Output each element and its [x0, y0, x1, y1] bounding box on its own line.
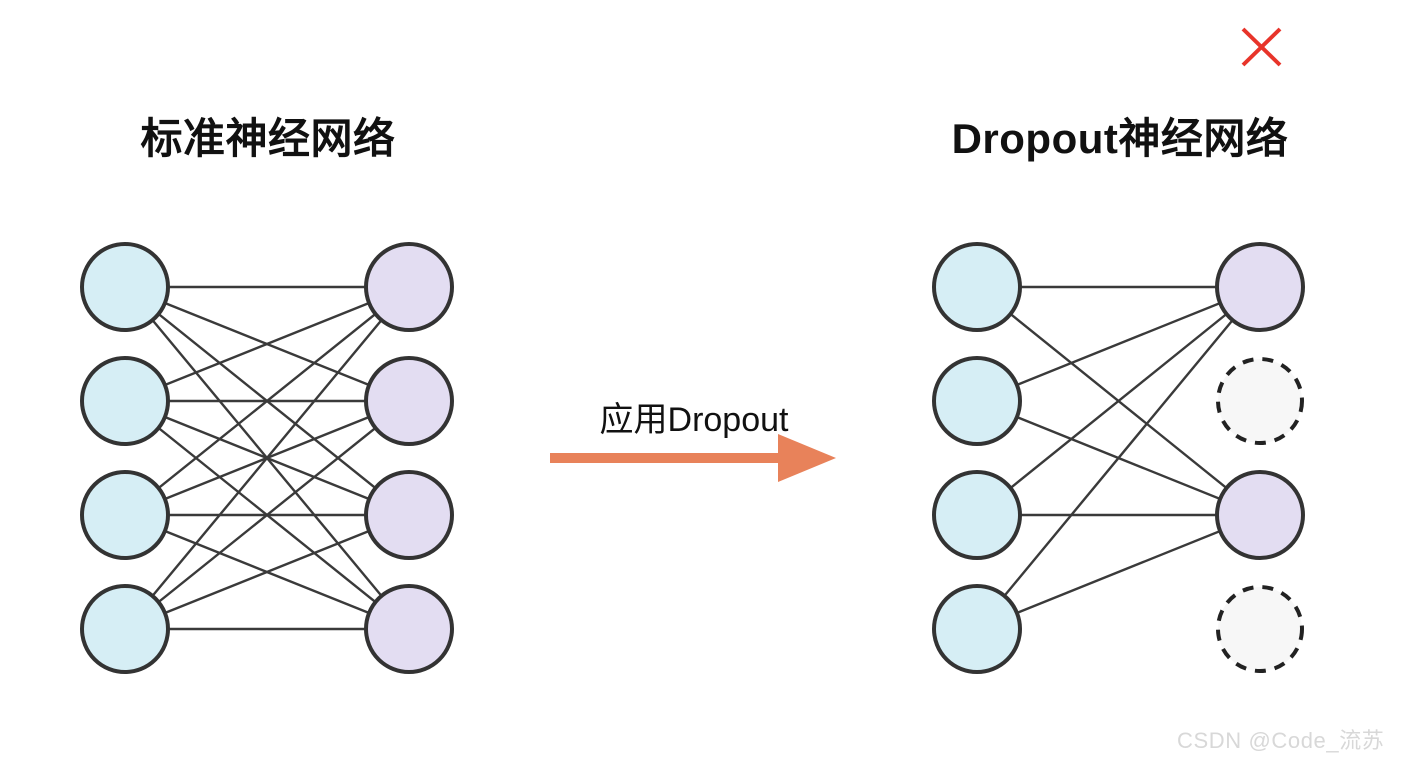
watermark: CSDN @Code_流苏: [1177, 728, 1385, 753]
arrow-label: 应用Dropout: [599, 401, 789, 439]
left-network-input-nodes: [80, 242, 170, 674]
node-right-input-2[interactable]: [932, 356, 1022, 446]
left-network-edges: [124, 285, 410, 631]
node-left-output-4[interactable]: [364, 584, 454, 674]
page-title-standard-network: 标准神经网络: [140, 115, 396, 162]
node-right-input-3[interactable]: [932, 470, 1022, 560]
node-left-output-1[interactable]: [364, 242, 454, 332]
edge-r-i4-o3: [976, 513, 1261, 631]
edge-l-i4-o2: [124, 400, 410, 630]
edge-l-i3-o1: [124, 286, 410, 516]
apply-dropout-arrow: [550, 434, 836, 482]
node-right-input-1[interactable]: [932, 242, 1022, 332]
page-title-dropout-network: Dropout神经网络: [951, 115, 1289, 162]
node-right-output-2-dropped[interactable]: [1216, 357, 1304, 445]
node-left-output-3[interactable]: [364, 470, 454, 560]
edge-r-i2-o1: [976, 285, 1261, 403]
edge-l-i4-o1: [124, 286, 410, 630]
close-x-icon[interactable]: [1241, 27, 1282, 67]
left-network-output-nodes: [364, 242, 454, 674]
edge-r-i3-o1: [976, 286, 1261, 516]
node-right-output-4-dropped[interactable]: [1216, 585, 1304, 673]
right-network-output-nodes: [1215, 242, 1305, 673]
edge-l-i4-o3: [124, 513, 410, 631]
node-right-output-3-active[interactable]: [1215, 470, 1305, 560]
right-network-input-nodes: [932, 242, 1022, 674]
edge-l-i2-o1: [124, 285, 410, 403]
arrow-head: [778, 434, 836, 482]
node-left-input-2[interactable]: [80, 356, 170, 446]
right-network-edges: [976, 285, 1261, 631]
node-right-output-1-active[interactable]: [1215, 242, 1305, 332]
edge-r-i4-o1: [976, 286, 1261, 630]
node-left-input-3[interactable]: [80, 470, 170, 560]
node-left-input-4[interactable]: [80, 584, 170, 674]
node-left-input-1[interactable]: [80, 242, 170, 332]
node-left-output-2[interactable]: [364, 356, 454, 446]
node-right-input-4[interactable]: [932, 584, 1022, 674]
